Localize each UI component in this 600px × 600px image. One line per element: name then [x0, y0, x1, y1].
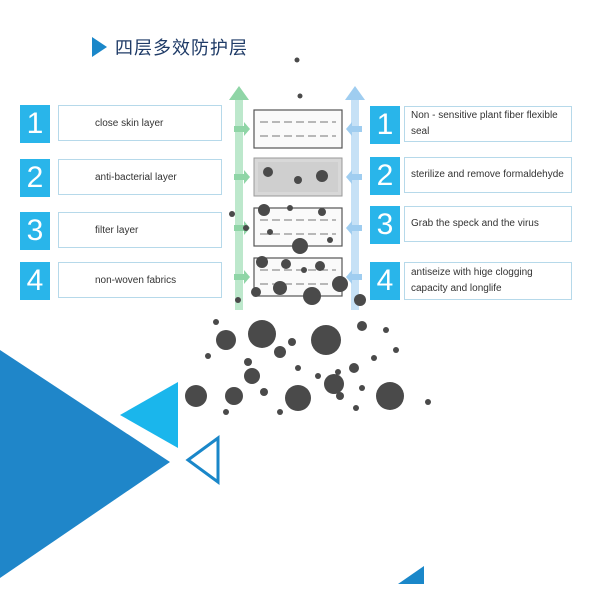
outline-triangle [185, 435, 220, 485]
right-feature-row-2: 2 sterilize and remove formaldehyde [370, 157, 572, 195]
right-feature-row-1: 1 Non - sensitive plant fiber flexible s… [370, 106, 572, 144]
left-layer-row-2: 2 anti-bacterial layer [20, 159, 222, 197]
left-layer-row-3: 3 filter layer [20, 212, 222, 250]
left-layer-row-4: 4 non-woven fabrics [20, 262, 222, 300]
feature-label: Grab the speck and the virus [404, 206, 572, 242]
layer-number: 2 [20, 159, 50, 197]
feature-number: 4 [370, 262, 400, 300]
filter-layer-4 [253, 257, 343, 297]
diagram-title: 四层多效防护层 [92, 34, 248, 60]
layer-label: filter layer [58, 212, 222, 248]
layer-number: 1 [20, 105, 50, 143]
pointer-arrows-right [346, 122, 362, 284]
right-feature-row-3: 3 Grab the speck and the virus [370, 206, 572, 244]
feature-label: Non - sensitive plant fiber flexible sea… [404, 106, 572, 142]
layer-label: anti-bacterial layer [58, 159, 222, 195]
feature-number: 3 [370, 206, 400, 244]
pointer-arrows-left [234, 122, 250, 284]
feature-label: sterilize and remove formaldehyde [404, 157, 572, 193]
small-bottom-triangle [398, 566, 424, 584]
particles-icon [185, 57, 431, 415]
layer-label: close skin layer [58, 105, 222, 141]
upward-arrow-right-icon [345, 86, 365, 310]
title-text: 四层多效防护层 [115, 38, 248, 59]
cyan-triangle [120, 382, 178, 448]
upward-arrow-left-icon [229, 86, 249, 310]
layer-number: 3 [20, 212, 50, 250]
feature-label: antiseize with hige clogging capacity an… [404, 262, 572, 300]
filter-layer-1 [253, 109, 343, 149]
layer-label: non-woven fabrics [58, 262, 222, 298]
feature-number: 1 [370, 106, 400, 144]
right-feature-row-4: 4 antiseize with hige clogging capacity … [370, 262, 572, 302]
layer-number: 4 [20, 262, 50, 300]
left-layer-row-1: 1 close skin layer [20, 105, 222, 143]
large-blue-triangle [0, 350, 170, 578]
title-triangle-icon [92, 37, 107, 57]
feature-number: 2 [370, 157, 400, 195]
